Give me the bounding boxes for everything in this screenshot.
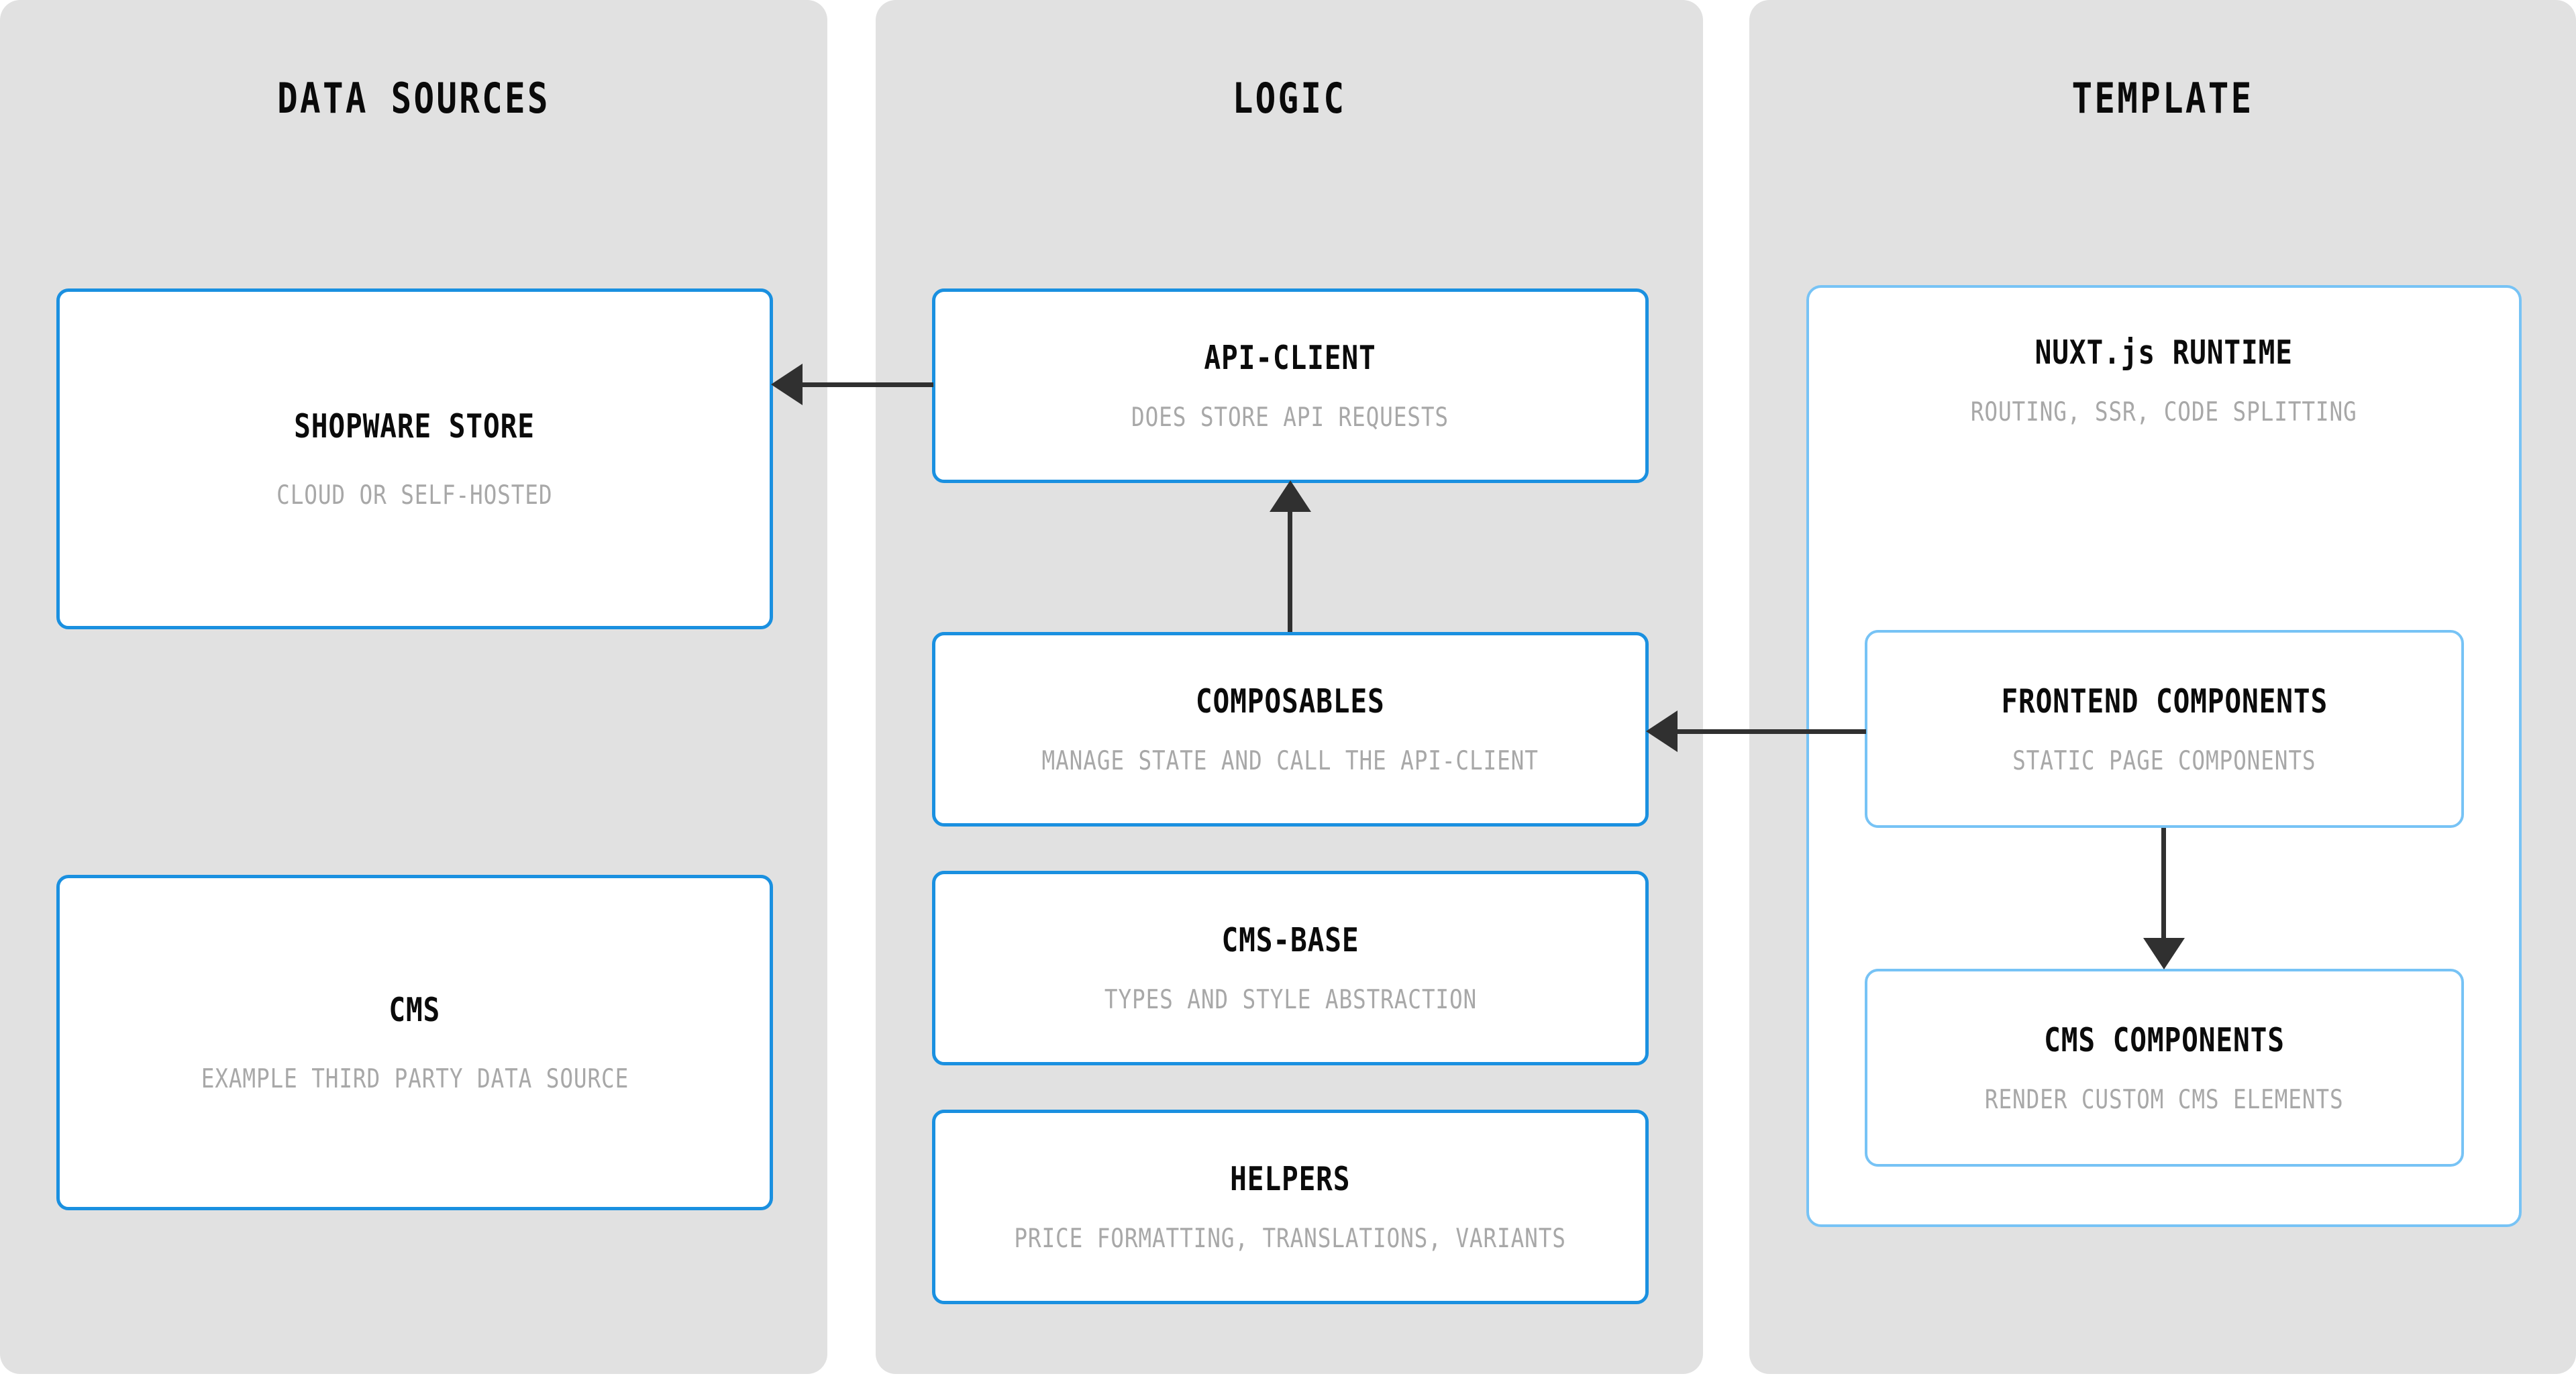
connector-frontend-components-to-cms-components-arrowhead — [2143, 938, 2185, 969]
node-title-frontend-components: FRONTEND COMPONENTS — [2001, 682, 2328, 721]
node-subtitle-helpers: PRICE FORMATTING, TRANSLATIONS, VARIANTS — [1014, 1224, 1567, 1254]
connector-composables-to-api-client-arrowhead — [1270, 480, 1311, 512]
node-title-cms-base: CMS-BASE — [1221, 921, 1359, 959]
connector-api-client-to-shopware-store-arrowhead — [771, 364, 803, 405]
node-helpers[interactable]: HELPERS PRICE FORMATTING, TRANSLATIONS, … — [932, 1110, 1649, 1304]
node-subtitle-cms-components: RENDER CUSTOM CMS ELEMENTS — [1985, 1084, 2344, 1115]
node-title-composables: COMPOSABLES — [1196, 682, 1385, 721]
node-title-nuxt-runtime: NUXT.js RUNTIME — [2034, 333, 2294, 372]
node-cms-components[interactable]: CMS COMPONENTS RENDER CUSTOM CMS ELEMENT… — [1865, 969, 2464, 1167]
node-subtitle-cms-base: TYPES AND STYLE ABSTRACTION — [1104, 985, 1477, 1015]
node-shopware-store[interactable]: SHOPWARE STORE CLOUD OR SELF-HOSTED — [56, 288, 773, 629]
connector-frontend-components-to-cms-components-line — [2161, 828, 2166, 939]
panel-title-template: TEMPLATE — [2071, 74, 2254, 123]
connector-composables-to-api-client-line — [1288, 510, 1292, 632]
node-api-client[interactable]: API-CLIENT DOES STORE API REQUESTS — [932, 288, 1649, 483]
node-subtitle-composables: MANAGE STATE AND CALL THE API-CLIENT — [1041, 746, 1539, 776]
node-cms-base[interactable]: CMS-BASE TYPES AND STYLE ABSTRACTION — [932, 871, 1649, 1065]
node-title-api-client: API-CLIENT — [1204, 339, 1377, 377]
node-subtitle-shopware-store: CLOUD OR SELF-HOSTED — [276, 480, 553, 511]
node-title-cms-components: CMS COMPONENTS — [2044, 1020, 2285, 1059]
panel-title-logic: LOGIC — [1232, 74, 1347, 123]
connector-frontend-components-to-composables-line — [1678, 729, 1866, 734]
node-cms[interactable]: CMS EXAMPLE THIRD PARTY DATA SOURCE — [56, 875, 773, 1210]
node-subtitle-api-client: DOES STORE API REQUESTS — [1131, 403, 1449, 433]
node-subtitle-nuxt-runtime: ROUTING, SSR, CODE SPLITTING — [1971, 397, 2357, 427]
node-composables[interactable]: COMPOSABLES MANAGE STATE AND CALL THE AP… — [932, 632, 1649, 827]
node-subtitle-cms: EXAMPLE THIRD PARTY DATA SOURCE — [201, 1064, 629, 1094]
node-title-shopware-store: SHOPWARE STORE — [294, 407, 535, 445]
node-subtitle-frontend-components: STATIC PAGE COMPONENTS — [2012, 745, 2316, 776]
panel-title-data-sources: DATA SOURCES — [277, 74, 550, 123]
node-title-helpers: HELPERS — [1230, 1160, 1351, 1198]
connector-api-client-to-shopware-store-line — [803, 382, 933, 387]
node-title-cms: CMS — [389, 991, 441, 1029]
node-frontend-components[interactable]: FRONTEND COMPONENTS STATIC PAGE COMPONEN… — [1865, 630, 2464, 828]
connector-frontend-components-to-composables-arrowhead — [1646, 710, 1678, 752]
